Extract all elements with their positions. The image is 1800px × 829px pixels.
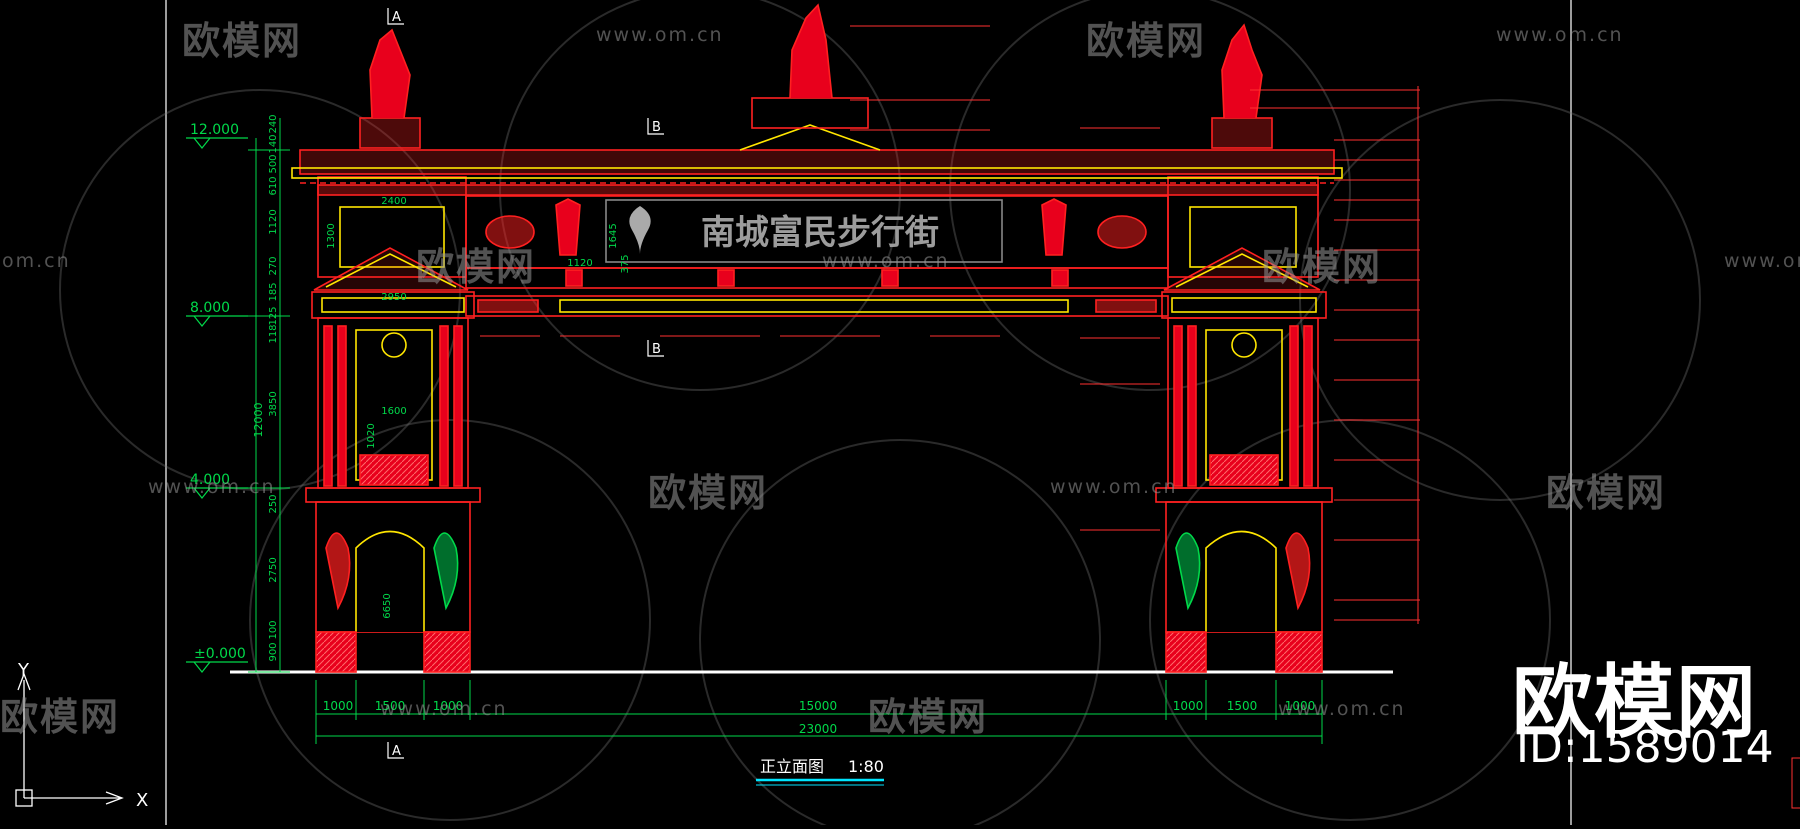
watermark-url: www.om.cn: [1724, 250, 1800, 272]
drawing-scale: 1:80: [848, 757, 884, 776]
pier-dim: 1020: [366, 423, 377, 448]
section-mark-labels: A A B B: [392, 10, 661, 759]
pier-dims: 2400 1300 2950 1600 1020 6650: [326, 196, 407, 619]
center-dims: 1645 1120 375: [567, 223, 631, 273]
watermark-brand: 欧模网: [1546, 471, 1667, 515]
drawing-caption: 正立面图: [760, 757, 824, 776]
vertical-dim: 270: [268, 256, 279, 275]
center-dim: 1120: [567, 258, 592, 269]
watermark-url: www.om.cn: [1496, 24, 1624, 46]
center-dim: 375: [620, 254, 631, 273]
watermark-brand: 欧模网: [1086, 19, 1207, 63]
level-label: 8.000: [190, 300, 230, 316]
total-height-dim: 12000: [252, 403, 265, 438]
section-marks: [387, 8, 664, 759]
top-beam: [291, 3, 1343, 196]
corner-brand-id: ID:1589014: [1516, 722, 1774, 773]
axis-label-y: Y: [17, 660, 30, 681]
vertical-dim: 125: [268, 306, 279, 325]
left-pier: [305, 28, 481, 673]
level-label: 4.000: [190, 472, 230, 488]
watermark-brand: 欧模网: [1262, 245, 1383, 289]
level-markers: [186, 137, 248, 673]
level-labels: 12.000 8.000 4.000 ±0.000: [190, 122, 246, 662]
vertical-dim: 240: [268, 114, 279, 133]
vertical-dim: 118: [268, 324, 279, 343]
vertical-dim: 900: [268, 642, 279, 661]
corner-brand-name: 欧模网: [1512, 656, 1758, 749]
bottom-dim: 1500: [1227, 699, 1258, 713]
section-mark-a: A: [392, 10, 401, 25]
level-label: ±0.000: [194, 646, 246, 662]
pier-dim: 1300: [326, 223, 337, 248]
section-mark-b: B: [652, 120, 661, 135]
vertical-dim: 2750: [268, 557, 279, 582]
bottom-dims: 1000 1500 1000 15000 1000 1500 1000 2300…: [323, 699, 1316, 736]
sign-panel: [465, 195, 1169, 317]
watermark-url-partial: om.cn: [2, 250, 71, 272]
watermark-url: www.om.cn: [148, 476, 276, 498]
watermark-url: www.om.cn: [822, 250, 950, 272]
watermark-brand: 欧模网: [868, 695, 989, 739]
pier-dim: 1600: [381, 406, 406, 417]
pier-dim: 2400: [381, 196, 406, 207]
watermark-url: www.om.cn: [380, 698, 508, 720]
ucs-axis-icon: [15, 672, 124, 807]
vertical-dim: 185: [268, 282, 279, 301]
frame-corner-mark: [1791, 757, 1800, 809]
vertical-dim: 1120: [268, 209, 279, 234]
axis-label-x: X: [136, 790, 148, 811]
vertical-dim: 610: [268, 176, 279, 195]
vertical-dim: 100: [268, 620, 279, 639]
bottom-dim: 1000: [1173, 699, 1204, 713]
left-dimension-chain: [248, 118, 290, 673]
bottom-dim: 15000: [799, 699, 837, 713]
vertical-dim: 500: [268, 154, 279, 173]
vertical-dim: 250: [268, 494, 279, 513]
bottom-dim: 1500: [375, 699, 406, 713]
left-vertical-dims: 240 140 500 610 1120 270 185 125 118 385…: [268, 114, 279, 661]
bottom-dimension-chain: [315, 680, 1323, 744]
sign-logo-icon: [629, 206, 651, 254]
right-pier: [1155, 23, 1333, 673]
sign-text: 南城富民步行街: [701, 213, 939, 253]
watermark-url: www.om.cn: [596, 24, 724, 46]
watermark-brand: 欧模网: [0, 695, 121, 739]
bottom-dim: 1000: [433, 699, 464, 713]
vertical-dim: 140: [268, 134, 279, 153]
watermark-brand: 欧模网: [182, 19, 303, 63]
watermark-url: www.om.cn: [1278, 698, 1406, 720]
bottom-dim: 1000: [1285, 699, 1316, 713]
watermark-brand: 欧模网: [416, 245, 537, 289]
watermark-url: www.om.cn: [1050, 476, 1178, 498]
section-mark-b: B: [652, 342, 661, 357]
vertical-dim: 3850: [268, 391, 279, 416]
annotation-leaders: [480, 25, 1420, 624]
pier-dim: 2950: [381, 292, 406, 303]
pier-dim: 6650: [382, 593, 393, 618]
overall-width-dim: 23000: [799, 722, 837, 736]
center-dim: 1645: [608, 223, 619, 248]
section-mark-a: A: [392, 744, 401, 759]
level-label: 12.000: [190, 122, 239, 138]
watermark-brand: 欧模网: [648, 471, 769, 515]
bottom-dim: 1000: [323, 699, 354, 713]
